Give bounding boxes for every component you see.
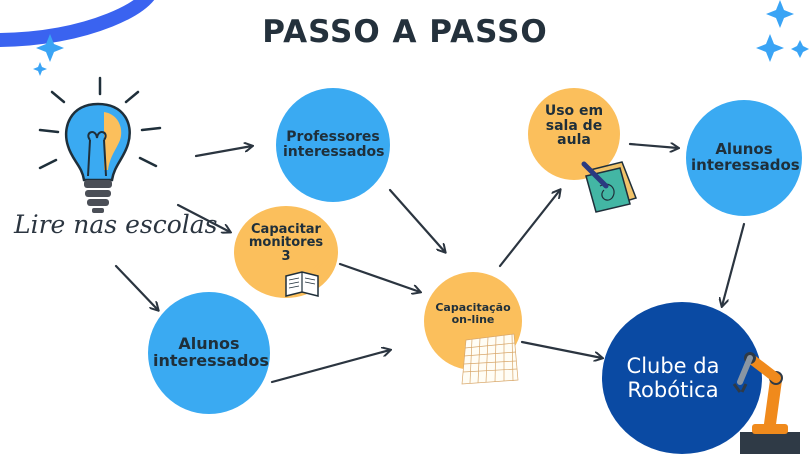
robot-arm-icon bbox=[732, 352, 800, 454]
arrow-capacitacao-clube bbox=[520, 340, 602, 358]
node-alunos-left: Alunos interessados bbox=[148, 292, 270, 414]
node-capacitacao-label: Capacitação on-line bbox=[435, 301, 511, 326]
corner-arc bbox=[0, 0, 155, 47]
node-alunos-right-label: Alunos interessados bbox=[691, 140, 800, 174]
arrow-capacitar-capacitacao bbox=[338, 262, 420, 292]
node-clube-label: Clube da Robótica bbox=[626, 353, 720, 402]
node-professores-label: Professores interessados bbox=[283, 129, 385, 160]
arrow-alunos-clube bbox=[722, 222, 746, 306]
node-professores: Professores interessados bbox=[276, 88, 390, 202]
page-title: PASSO A PASSO bbox=[262, 14, 548, 50]
arrow-start-capacitar bbox=[176, 203, 230, 232]
arrow-alunos-capacitacao bbox=[270, 350, 390, 384]
node-alunos-left-label: Alunos interessados bbox=[153, 334, 269, 370]
grid-paper-icon bbox=[461, 333, 519, 385]
art-supplies-icon bbox=[581, 161, 637, 213]
start-label: Lire nas escolas bbox=[14, 210, 218, 239]
node-alunos-right: Alunos interessados bbox=[686, 100, 802, 216]
node-clube: Clube da Robótica bbox=[602, 302, 762, 454]
arrow-capacitacao-uso bbox=[498, 190, 560, 268]
arrow-professores-capacitacao bbox=[388, 188, 445, 252]
node-uso-label: Uso em sala de aula bbox=[544, 102, 604, 149]
book-icon bbox=[285, 260, 324, 297]
arrow-start-alunos bbox=[114, 264, 158, 310]
node-uso: Uso em sala de aula bbox=[528, 88, 620, 180]
arrow-uso-alunos bbox=[628, 144, 678, 148]
node-capacitar-label: Capacitar monitores 3 bbox=[248, 221, 324, 264]
sparkle-icon bbox=[33, 0, 809, 76]
arrow-start-professores bbox=[194, 146, 252, 158]
